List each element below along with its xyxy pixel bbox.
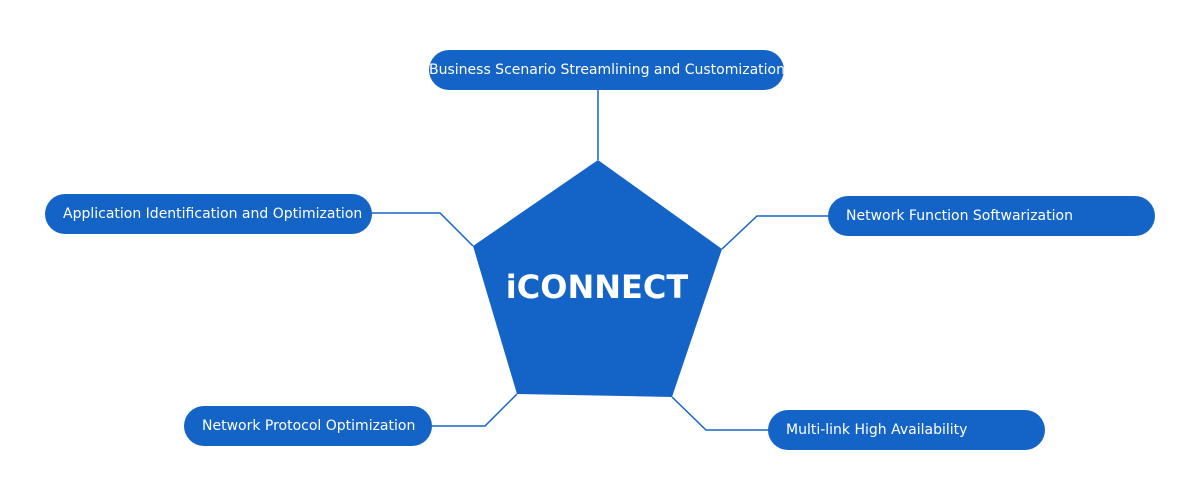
node-multilink-high-availability: Multi-link High Availability	[768, 410, 1045, 450]
center-pentagon	[473, 160, 722, 397]
node-network-protocol-optimization: Network Protocol Optimization	[184, 406, 432, 446]
node-business-scenario: Business Scenario Streamlining and Custo…	[429, 50, 784, 90]
connector-protocol	[432, 393, 518, 427]
center-label: iCONNECT	[505, 268, 689, 306]
node-network-protocol-optimization-label: Network Protocol Optimization	[202, 418, 416, 434]
node-application-identification-label: Application Identification and Optimizat…	[63, 206, 363, 222]
node-business-scenario-label: Business Scenario Streamlining and Custo…	[429, 62, 784, 78]
node-network-function-softwarization-label: Network Function Softwarization	[846, 208, 1073, 224]
node-application-identification: Application Identification and Optimizat…	[45, 194, 372, 234]
node-multilink-high-availability-label: Multi-link High Availability	[786, 422, 968, 438]
node-network-function-softwarization: Network Function Softwarization	[828, 196, 1155, 236]
connector-multilink	[671, 396, 770, 431]
connector-application	[370, 212, 474, 247]
connector-network-function	[721, 215, 830, 250]
